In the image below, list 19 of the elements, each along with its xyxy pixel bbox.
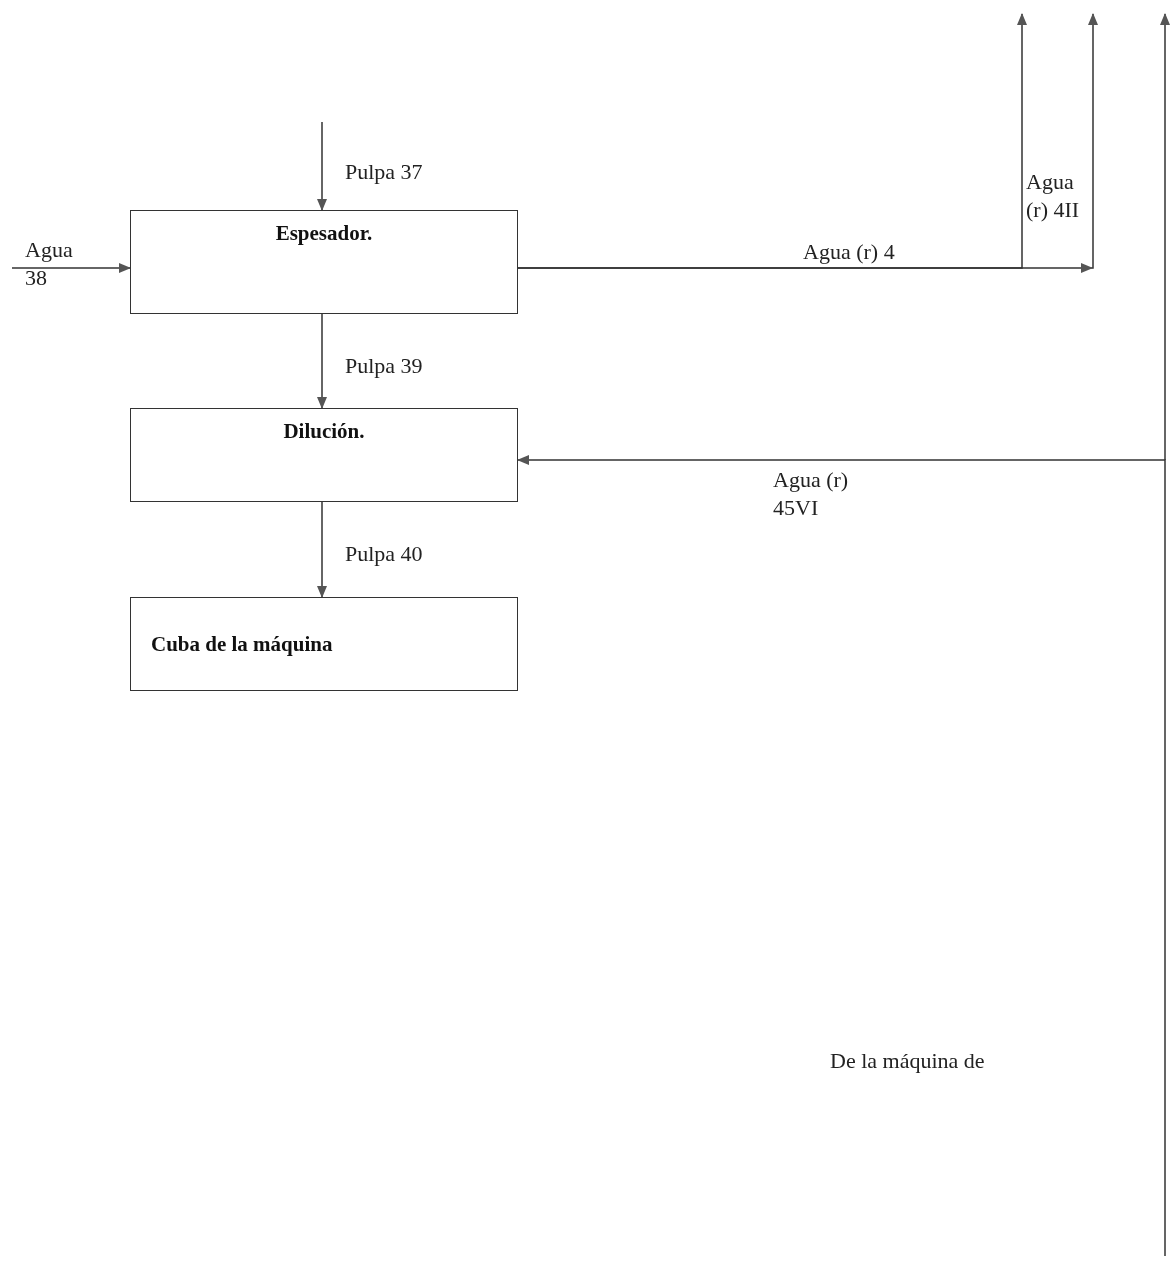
process-name: Espesador. bbox=[275, 221, 373, 246]
arrow bbox=[11, 263, 131, 273]
edge-label: Agua (r) 4 bbox=[803, 238, 896, 266]
edge-label: Pulpa 37 bbox=[345, 158, 424, 186]
edge-label: Agua (r) 4II bbox=[1026, 168, 1081, 224]
arrow bbox=[317, 501, 327, 598]
edge-label: Agua 38 bbox=[25, 236, 74, 292]
process-name: Dilución. bbox=[283, 419, 365, 444]
process-box bbox=[130, 408, 518, 502]
process-name: Cuba de la máquina bbox=[151, 631, 333, 657]
edge-label: Pulpa 39 bbox=[345, 352, 424, 380]
stream-note: De la máquina de bbox=[830, 1048, 985, 1074]
arrow bbox=[317, 313, 327, 409]
arrow bbox=[317, 121, 327, 211]
arrow bbox=[517, 455, 1166, 1257]
process-box bbox=[130, 210, 518, 314]
edge-label: Agua (r) 45VI bbox=[773, 466, 850, 522]
process-box bbox=[130, 597, 518, 691]
edge-label: Pulpa 40 bbox=[345, 540, 424, 568]
